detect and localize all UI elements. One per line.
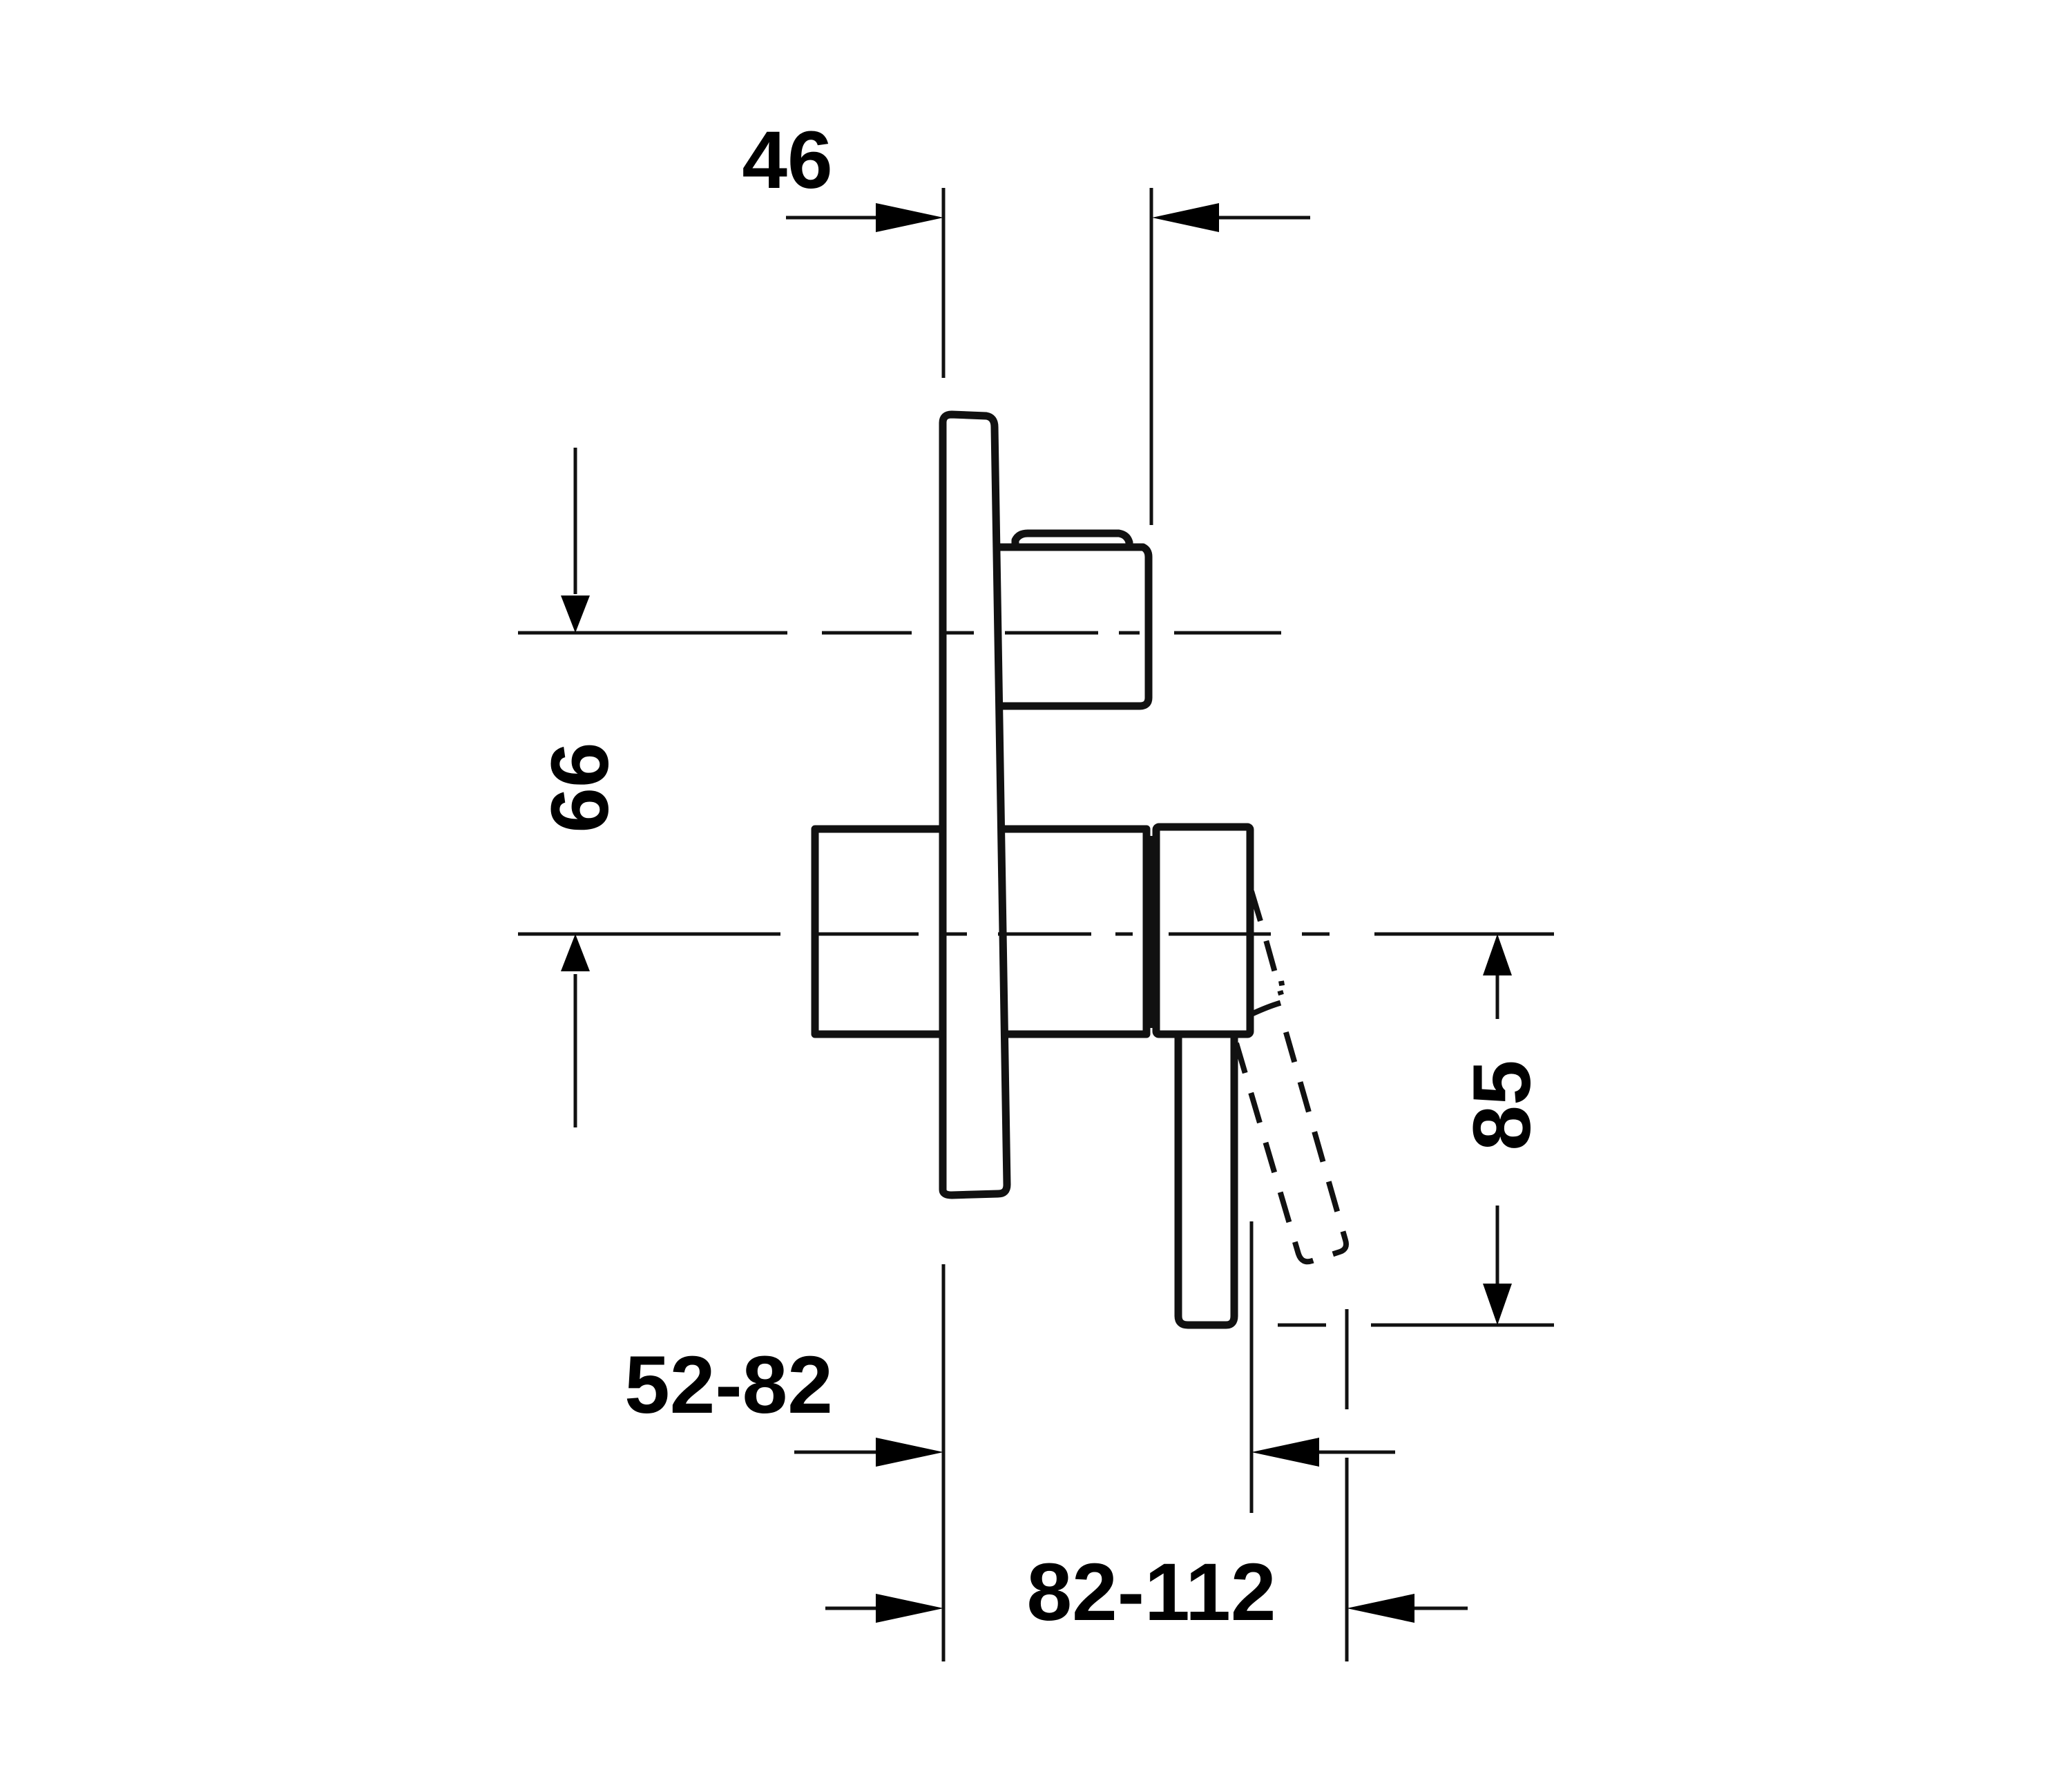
dimension-label-82-112: 82-112: [1027, 1547, 1276, 1638]
lever-handle: [1174, 1032, 1238, 1329]
dimension-85: 85: [1371, 934, 1554, 1327]
diverter-knob: [996, 529, 1153, 710]
lever-handle-rotated-ghost: [1234, 890, 1349, 1265]
dimension-46: 46: [742, 115, 1310, 525]
valve-body-rear: [811, 825, 947, 1038]
dimension-label-66: 66: [535, 742, 626, 832]
cover-plate: [939, 410, 1011, 1199]
dimension-52-82: 52-82: [624, 1221, 1395, 1661]
dimension-label-85: 85: [1457, 1060, 1548, 1150]
dimension-82-112: 82-112: [825, 1309, 1468, 1661]
dimension-66: 66: [535, 448, 626, 1127]
dimension-label-46: 46: [742, 115, 832, 206]
valve-body-front: [999, 825, 1151, 1038]
dimension-label-52-82: 52-82: [624, 1340, 833, 1431]
lever-hub: [1152, 823, 1254, 1038]
